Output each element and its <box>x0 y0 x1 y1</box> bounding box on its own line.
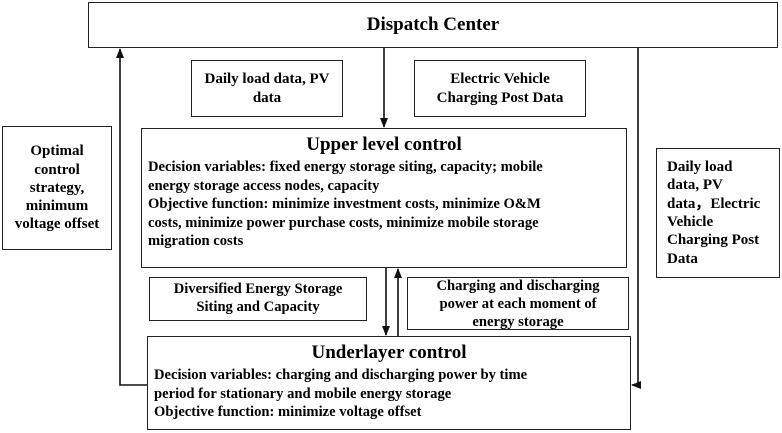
optimal-strategy-line: voltage offset <box>14 216 100 233</box>
daily-load-pv-line: data <box>252 89 282 106</box>
underlayer-control-box: Underlayer control Decision variables: c… <box>147 336 631 430</box>
underlayer-control-title: Underlayer control <box>311 342 467 363</box>
arrow-dispatch-feed-to-underlayer <box>632 48 639 386</box>
optimal-strategy-box: Optimal control strategy, minimum voltag… <box>2 126 112 250</box>
upper-level-line: Objective function: minimize investment … <box>148 196 541 213</box>
dispatch-center-box: Dispatch Center <box>88 2 778 48</box>
storage-siting-line: Siting and Capacity <box>196 299 320 315</box>
charging-power-line: power at each moment of <box>439 295 597 312</box>
right-input-line: Vehicle <box>667 214 714 230</box>
daily-load-pv-box: Daily load data, PV data <box>191 60 343 117</box>
arrow-underlayer-feedback-to-dispatch <box>116 48 147 386</box>
charging-power-line: Charging and discharging <box>436 278 600 294</box>
storage-siting-line: Diversified Energy Storage <box>173 281 343 298</box>
upper-level-control-box: Upper level control Decision variables: … <box>141 128 627 268</box>
right-input-line: data, PV <box>667 177 723 194</box>
optimal-strategy-line: minimum <box>25 198 89 215</box>
charging-power-line: energy storage <box>472 313 564 330</box>
right-input-line: data，Electric <box>667 195 761 212</box>
charging-power-box: Charging and discharging power at each m… <box>407 277 629 330</box>
ev-charging-post-line: Electric Vehicle <box>450 71 550 88</box>
underlayer-line: period for stationary and mobile energy … <box>154 385 452 402</box>
upper-level-line: costs, minimize power purchase costs, mi… <box>148 214 539 231</box>
upper-level-line: energy storage access nodes, capacity <box>148 177 380 194</box>
optimal-strategy-line: control <box>34 161 80 178</box>
optimal-strategy-line: strategy, <box>29 179 85 196</box>
dispatch-center-title: Dispatch Center <box>366 14 500 35</box>
underlayer-line: Objective function: minimize voltage off… <box>154 404 422 421</box>
upper-level-control-title: Upper level control <box>306 134 462 155</box>
storage-siting-box: Diversified Energy Storage Siting and Ca… <box>149 277 367 321</box>
right-input-line: Daily load <box>667 159 733 176</box>
upper-level-line: Decision variables: fixed energy storage… <box>148 159 543 176</box>
optimal-strategy-line: Optimal <box>30 143 84 160</box>
ev-charging-post-line: Charging Post Data <box>436 89 564 106</box>
ev-charging-post-box: Electric Vehicle Charging Post Data <box>414 60 586 117</box>
daily-load-pv-line: Daily load data, PV <box>204 71 330 88</box>
upper-level-line: migration costs <box>148 233 244 250</box>
underlayer-line: Decision variables: charging and dischar… <box>154 367 528 384</box>
right-input-data-box: Daily load data, PV data，Electric Vehicl… <box>656 148 780 278</box>
right-input-line: Charging Post <box>667 232 760 249</box>
right-input-line: Data <box>667 250 698 267</box>
